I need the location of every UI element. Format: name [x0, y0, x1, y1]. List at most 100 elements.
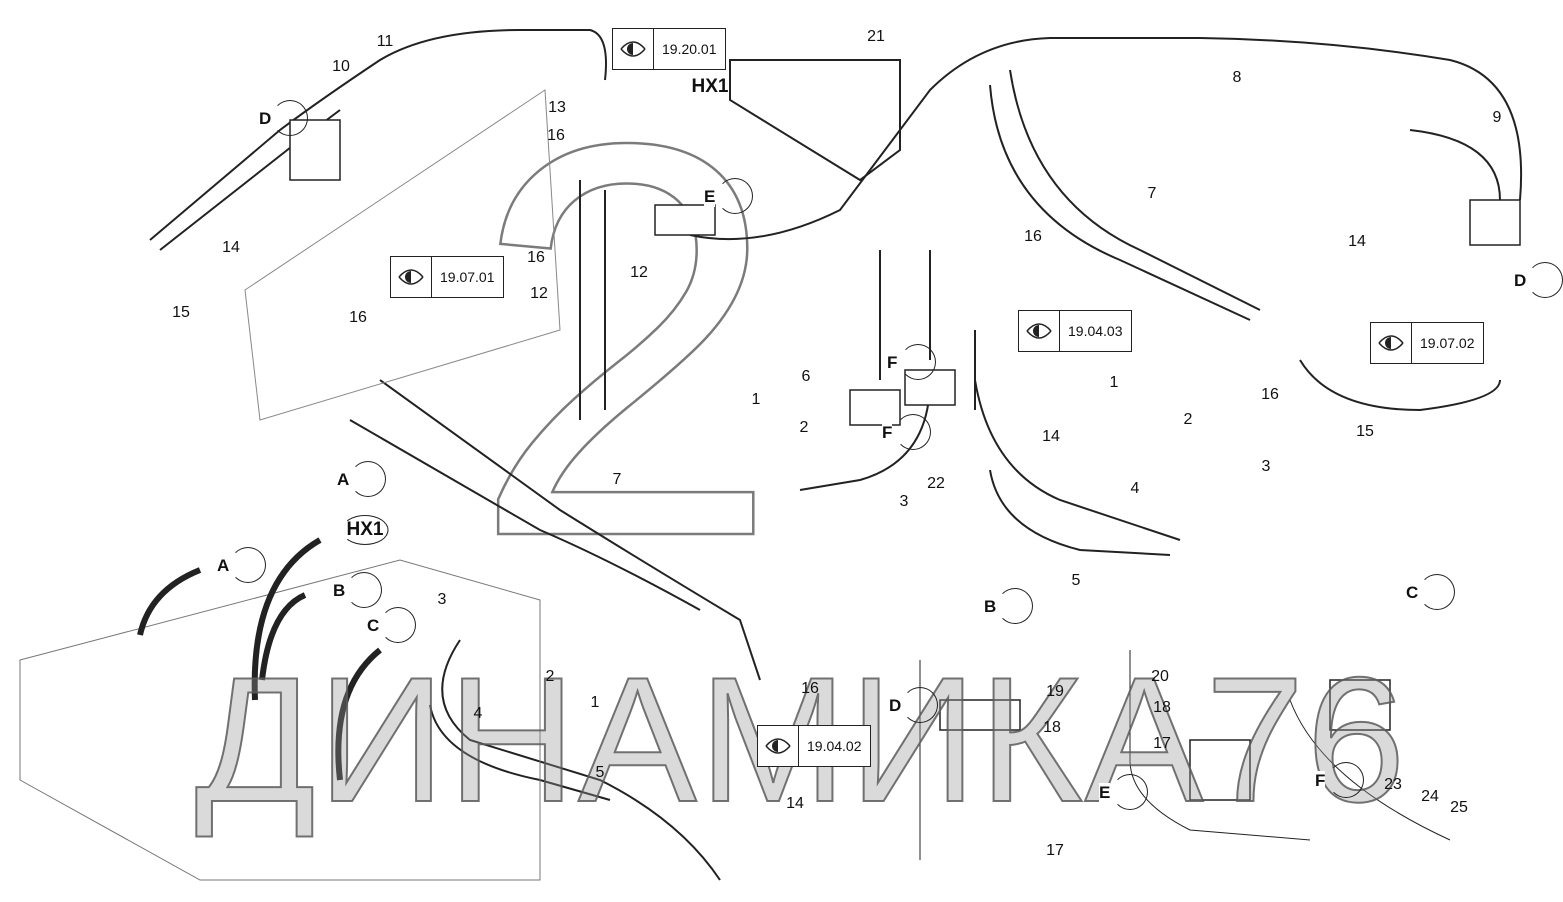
callout: 16 — [1024, 228, 1042, 245]
callout: 16 — [547, 127, 565, 144]
view-marker-c[interactable]: C — [367, 607, 416, 643]
reference-box[interactable]: 19.07.02 — [1370, 322, 1484, 364]
callout: 3 — [1261, 458, 1271, 475]
callout: 5 — [1071, 572, 1081, 589]
callout: 20 — [1151, 668, 1169, 685]
callout: 18 — [1043, 719, 1061, 736]
callout: 14 — [1042, 428, 1060, 445]
callout: 16 — [527, 249, 545, 266]
callout: 2 — [799, 419, 809, 436]
reference-code: 19.07.02 — [1420, 335, 1475, 351]
eye-icon — [758, 726, 799, 766]
callout: 3 — [437, 591, 447, 608]
watermark-glyph: 2 — [469, 27, 783, 653]
callout: 8 — [1232, 69, 1242, 86]
reference-code: 19.04.02 — [807, 738, 862, 754]
callout: 3 — [899, 493, 909, 510]
hose-9 — [1409, 129, 1502, 211]
callout: 14 — [222, 239, 240, 256]
view-marker-label: F — [887, 353, 898, 373]
hose-center — [379, 379, 761, 681]
callout: 16 — [349, 309, 367, 326]
view-marker-label: A — [217, 556, 230, 576]
view-marker-label: D — [259, 109, 272, 129]
callout: 15 — [1356, 423, 1374, 440]
view-marker-f[interactable]: F — [1315, 762, 1364, 798]
callout: 13 — [548, 99, 566, 116]
callout: 5 — [595, 764, 605, 781]
view-marker-label: F — [882, 423, 893, 443]
callout: 22 — [927, 475, 945, 492]
eye-icon — [391, 257, 432, 297]
hx1-label: HX1 — [691, 76, 729, 97]
callout: 1 — [590, 694, 600, 711]
reference-code: 19.04.03 — [1068, 323, 1123, 339]
callout: 10 — [332, 58, 350, 75]
hx1-marker[interactable]: HX1 — [341, 515, 389, 545]
callout: 7 — [1147, 185, 1157, 202]
callout: 6 — [801, 368, 811, 385]
callout: 17 — [1153, 735, 1171, 752]
hose-lower-5 — [429, 704, 611, 801]
callout: 7 — [612, 471, 622, 488]
view-marker-c[interactable]: C — [1406, 574, 1455, 610]
view-marker-d[interactable]: D — [889, 687, 938, 723]
hose-7-bundle — [1009, 69, 1261, 311]
callout: 12 — [530, 285, 548, 302]
view-marker-d[interactable]: D — [1514, 262, 1563, 298]
view-marker-a[interactable]: A — [337, 461, 386, 497]
callout: 21 — [867, 28, 885, 45]
view-marker-e[interactable]: E — [704, 178, 753, 214]
hose-11 — [149, 29, 607, 241]
callout: 12 — [630, 264, 648, 281]
view-marker-f[interactable]: F — [887, 344, 936, 380]
reference-box[interactable]: 19.07.01 — [390, 256, 504, 298]
view-marker-label: B — [984, 597, 997, 617]
callout: 23 — [1384, 776, 1402, 793]
view-marker-f[interactable]: F — [882, 414, 931, 450]
hose-8 — [689, 37, 1523, 241]
callout: 4 — [1130, 480, 1140, 497]
view-marker-e[interactable]: E — [1099, 774, 1148, 810]
eye-icon — [1019, 311, 1060, 351]
view-marker-d[interactable]: D — [259, 100, 308, 136]
reference-code: 19.20.01 — [662, 41, 717, 57]
view-marker-label: D — [889, 696, 902, 716]
callout: 15 — [172, 304, 190, 321]
view-marker-a[interactable]: A — [217, 547, 266, 583]
callout: 2 — [1183, 411, 1193, 428]
callout: 17 — [1046, 842, 1064, 859]
clamp-e — [654, 204, 716, 236]
callout: 16 — [801, 680, 819, 697]
callout: 25 — [1450, 799, 1468, 816]
callout: 14 — [786, 795, 804, 812]
machine-overview — [19, 559, 541, 881]
callout: 4 — [473, 705, 483, 722]
callout: 19 — [1046, 683, 1064, 700]
view-marker-label: D — [1514, 271, 1527, 291]
reference-box[interactable]: 19.20.01 — [612, 28, 726, 70]
callout: 18 — [1153, 699, 1171, 716]
clamp-d2 — [1469, 199, 1521, 246]
view-marker-label: A — [337, 470, 350, 490]
view-marker-label: C — [1406, 583, 1419, 603]
view-marker-label: C — [367, 616, 380, 636]
hose-4-5 — [974, 379, 1181, 541]
callout: 16 — [1261, 386, 1279, 403]
callout: 11 — [376, 33, 394, 50]
view-marker-b[interactable]: B — [333, 572, 382, 608]
reference-box[interactable]: 19.04.02 — [757, 725, 871, 767]
view-marker-label: F — [1315, 771, 1326, 791]
reference-code: 19.07.01 — [440, 269, 495, 285]
valve-block-hx1 — [729, 59, 901, 182]
view-marker-b[interactable]: B — [984, 588, 1033, 624]
eye-icon — [1371, 323, 1412, 363]
hose-lower-4 — [441, 639, 721, 881]
reference-box[interactable]: 19.04.03 — [1018, 310, 1132, 352]
callout: 1 — [1109, 374, 1119, 391]
callout: 9 — [1492, 109, 1502, 126]
view-marker-label: E — [1099, 783, 1111, 803]
view-marker-label: E — [704, 187, 716, 207]
